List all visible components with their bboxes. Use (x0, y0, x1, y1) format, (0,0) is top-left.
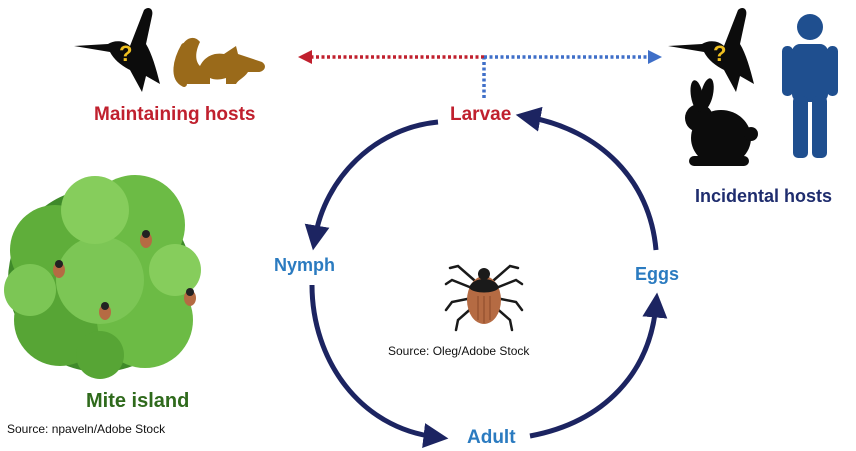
incidental-hosts-label: Incidental hosts (695, 186, 832, 207)
larvae-label: Larvae (450, 104, 511, 126)
arrow-eggs-to-larvae (528, 117, 656, 250)
host-arrows (305, 57, 655, 98)
human-icon (782, 14, 838, 158)
rodent-icon (175, 38, 265, 84)
maintaining-hosts-label: Maintaining hosts (94, 104, 256, 126)
bush-source-caption: Source: npaveln/Adobe Stock (7, 422, 165, 436)
bush-icon (4, 175, 201, 379)
arrow-larvae-to-nymph (315, 122, 438, 238)
svg-text:?: ? (119, 41, 132, 66)
nymph-label: Nymph (274, 255, 335, 276)
adult-label: Adult (467, 427, 516, 449)
arrow-adult-to-eggs (530, 305, 656, 436)
eggs-label: Eggs (635, 264, 679, 285)
tick-source-caption: Source: Oleg/Adobe Stock (388, 344, 529, 358)
mite-island-label: Mite island (86, 390, 189, 413)
rabbit-icon (685, 77, 758, 166)
svg-text:?: ? (713, 41, 726, 66)
hummingbird-icon: ? (74, 8, 160, 92)
arrow-nymph-to-adult (312, 285, 436, 437)
tick-icon (446, 266, 522, 330)
